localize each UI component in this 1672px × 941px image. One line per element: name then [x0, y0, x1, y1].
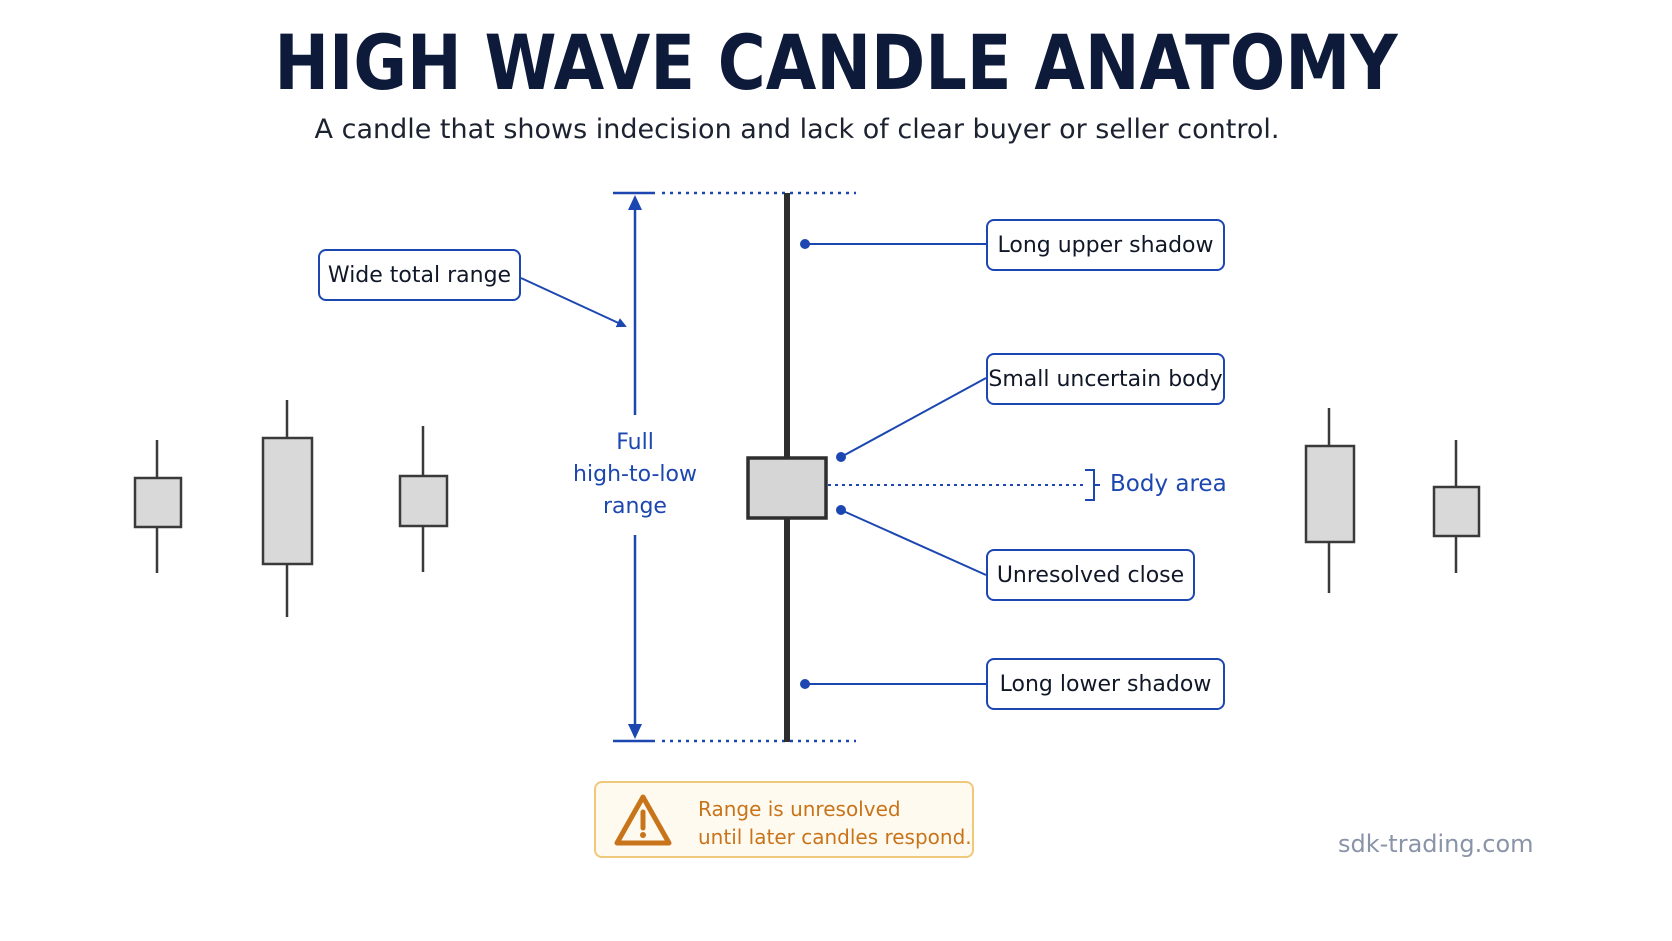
warning-text: Range is unresolved until later candles …: [698, 797, 972, 849]
watermark: sdk-trading.com: [1338, 830, 1534, 858]
small-body-connector: [836, 377, 987, 462]
body-area-indicator: [828, 469, 1100, 501]
high-wave-candle: [746, 193, 828, 742]
small-uncertain-body-label: Small uncertain body: [986, 353, 1225, 405]
upper-shadow-connector: [800, 239, 986, 249]
lower-shadow-connector: [800, 679, 986, 689]
full-range-label: Full high-to-low range: [560, 427, 710, 523]
unresolved-close-label: Unresolved close: [986, 549, 1195, 601]
warning-triangle-icon: [614, 794, 672, 846]
unresolved-close-connector: [836, 505, 987, 576]
context-candle-right-1: [1304, 408, 1356, 593]
body-area-label: Body area: [1110, 471, 1227, 497]
page-title: HIGH WAVE CANDLE ANATOMY: [274, 18, 1398, 107]
context-candle-left-3: [398, 426, 449, 572]
long-upper-shadow-label: Long upper shadow: [986, 219, 1225, 271]
page-subtitle: A candle that shows indecision and lack …: [314, 114, 1280, 145]
context-candle-right-2: [1432, 440, 1481, 573]
context-candle-left-1: [133, 440, 183, 573]
range-arrow: [628, 195, 642, 739]
wide-range-connector: [520, 277, 627, 328]
long-lower-shadow-label: Long lower shadow: [986, 658, 1225, 710]
context-candle-left-2: [261, 400, 314, 617]
wide-total-range-label: Wide total range: [318, 249, 521, 301]
warning-callout: Range is unresolved until later candles …: [594, 781, 974, 858]
